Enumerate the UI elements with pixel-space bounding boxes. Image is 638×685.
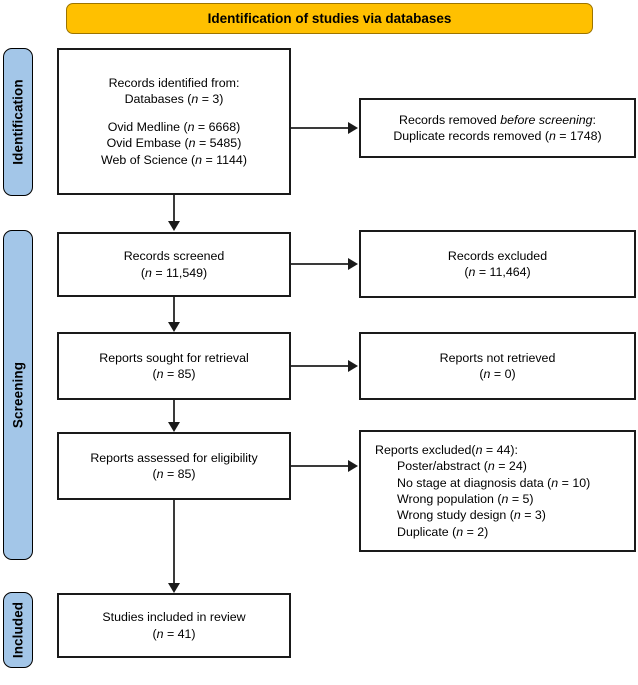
records-removed-duplicates: Duplicate records removed (n = 1748) [393, 129, 602, 143]
studies-included-count: (n = 41) [152, 626, 196, 641]
n-symbol: n [456, 524, 464, 539]
n-symbol: n [475, 442, 483, 457]
connector-identified-to-removed [291, 127, 349, 129]
reports-not-retrieved-title: Reports not retrieved [439, 350, 556, 365]
reports-excluded-reason: Duplicate (n = 2) [397, 524, 489, 539]
n-symbol: n [188, 136, 196, 151]
n-symbol: n [156, 626, 164, 641]
reports-assessed-count: (n = 85) [152, 467, 196, 481]
phase-label-identification: Identification [10, 79, 26, 165]
connector-sought-to-assessed [173, 400, 175, 423]
header-banner-title: Identification of studies via databases [207, 11, 452, 26]
records-identified-source: Ovid Embase (n = 5485) [106, 136, 242, 151]
n-symbol: n [548, 129, 556, 143]
box-records-screened: Records screened (n = 11,549) [57, 232, 291, 297]
n-symbol: n [483, 367, 491, 381]
n-symbol: n [195, 152, 203, 167]
records-removed-title: Records removed before screening: [399, 112, 596, 127]
reports-excluded-reason: Wrong population (n = 5) [397, 492, 534, 506]
box-records-removed-before-screening: Records removed before screening: Duplic… [359, 98, 636, 158]
arrowhead-right-icon [348, 460, 358, 472]
reports-excluded-reason: Poster/abstract (n = 24) [397, 459, 527, 474]
reports-sought-count: (n = 85) [152, 367, 196, 381]
box-reports-not-retrieved: Reports not retrieved (n = 0) [359, 332, 636, 400]
n-symbol: n [468, 265, 476, 279]
records-screened-count: (n = 11,549) [140, 265, 208, 280]
reports-excluded-reason: Wrong study design (n = 3) [397, 508, 546, 523]
records-identified-databases: Databases (n = 3) [124, 92, 224, 107]
n-symbol: n [487, 459, 495, 474]
box-records-excluded: Records excluded (n = 11,464) [359, 230, 636, 298]
n-symbol: n [145, 265, 152, 280]
connector-screened-to-excluded [291, 263, 349, 265]
header-banner: Identification of studies via databases [66, 3, 593, 34]
connector-assessed-to-excluded [291, 465, 349, 467]
connector-screened-to-sought [173, 297, 175, 323]
box-reports-assessed-for-eligibility: Reports assessed for eligibility (n = 85… [57, 432, 291, 500]
reports-sought-title: Reports sought for retrieval [99, 350, 249, 365]
connector-assessed-to-included [173, 500, 175, 584]
n-symbol: n [156, 367, 164, 381]
reports-not-retrieved-count: (n = 0) [479, 367, 516, 381]
reports-excluded-reason: No stage at diagnosis data (n = 10) [397, 475, 591, 490]
n-symbol: n [501, 492, 509, 506]
n-symbol: n [513, 508, 521, 523]
phase-label-screening: Screening [10, 361, 26, 429]
reports-excluded-heading: Reports excluded(n = 44): [375, 442, 518, 457]
arrowhead-right-icon [348, 122, 358, 134]
records-identified-source: Ovid Medline (n = 6668) [107, 119, 241, 134]
arrowhead-down-icon [168, 221, 180, 231]
arrowhead-down-icon [168, 583, 180, 593]
phase-bar-screening: Screening [3, 230, 33, 560]
connector-sought-to-not-retrieved [291, 365, 349, 367]
arrowhead-right-icon [348, 258, 358, 270]
arrowhead-down-icon [168, 422, 180, 432]
connector-identified-to-screened [173, 195, 175, 221]
phase-bar-identification: Identification [3, 48, 33, 196]
reports-assessed-title: Reports assessed for eligibility [90, 450, 258, 465]
records-identified-title: Records identified from: [108, 76, 240, 91]
records-identified-source: Web of Science (n = 1144) [101, 152, 247, 167]
n-symbol: n [551, 475, 559, 490]
studies-included-title: Studies included in review [102, 610, 246, 625]
before-screening-emphasis: before screening [500, 112, 593, 127]
n-symbol: n [191, 92, 199, 107]
arrowhead-right-icon [348, 360, 358, 372]
phase-bar-included: Included [3, 592, 33, 668]
box-reports-sought-for-retrieval: Reports sought for retrieval (n = 85) [57, 332, 291, 400]
records-excluded-title: Records excluded [447, 248, 548, 263]
box-studies-included-in-review: Studies included in review (n = 41) [57, 593, 291, 658]
box-records-identified: Records identified from: Databases (n = … [57, 48, 291, 195]
phase-label-included: Included [10, 601, 26, 659]
records-excluded-count: (n = 11,464) [464, 265, 531, 279]
box-reports-excluded: Reports excluded(n = 44): Poster/abstrac… [359, 430, 636, 552]
records-screened-title: Records screened [123, 249, 225, 264]
n-symbol: n [187, 119, 195, 134]
arrowhead-down-icon [168, 322, 180, 332]
n-symbol: n [156, 467, 164, 481]
